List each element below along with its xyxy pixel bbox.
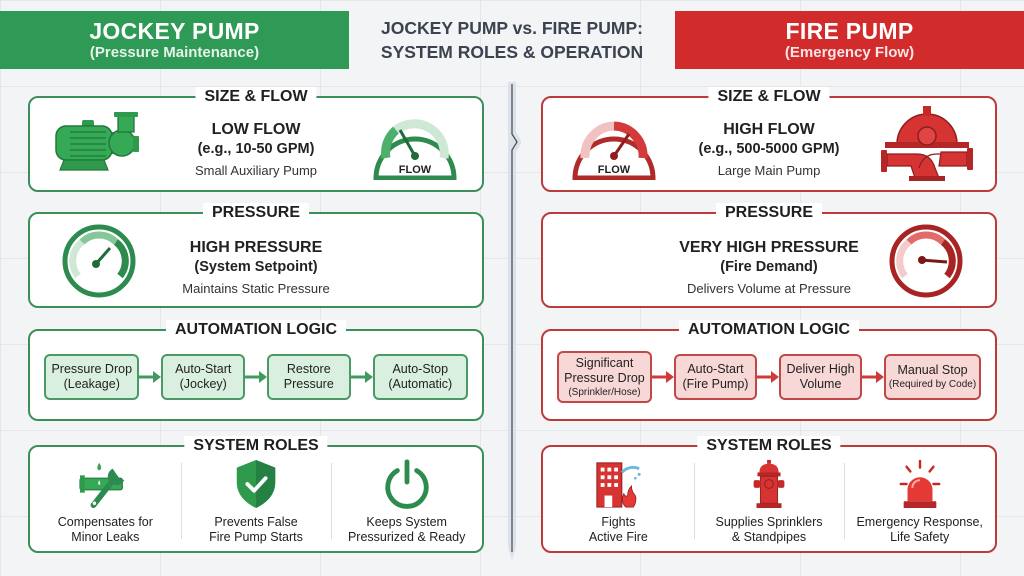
pressure-setpoint: (System Setpoint) [194, 259, 318, 275]
fire-pressure-text: VERY HIGH PRESSURE (Fire Demand) Deliver… [543, 238, 995, 298]
role-label: Supplies Sprinklers& Standpipes [715, 515, 823, 544]
pressure-gauge-icon [62, 224, 136, 298]
pressure-level: VERY HIGH PRESSURE [679, 239, 859, 256]
center-divider [508, 82, 521, 560]
card-title: SIZE & FLOW [708, 87, 830, 107]
card-title: AUTOMATION LOGIC [165, 320, 347, 340]
page-title: JOCKEY PUMP vs. FIRE PUMP: SYSTEM ROLES … [349, 16, 675, 64]
flow-description: Large Main Pump [717, 163, 821, 178]
arrow-right-icon [350, 371, 373, 383]
jockey-pressure-text: HIGH PRESSURE (System Setpoint) Maintain… [30, 238, 482, 298]
card-title: AUTOMATION LOGIC [678, 320, 860, 340]
jockey-pump-header: JOCKEY PUMP (Pressure Maintenance) [0, 11, 349, 69]
card-title: SYSTEM ROLES [184, 436, 328, 456]
card-title: SYSTEM ROLES [697, 436, 841, 456]
flow-description: Small Auxiliary Pump [194, 163, 318, 178]
flow-level: LOW FLOW [211, 121, 301, 138]
jockey-pump-title: JOCKEY PUMP [89, 18, 260, 44]
flow-range: (e.g., 10-50 GPM) [197, 141, 315, 157]
page-title-line1: JOCKEY PUMP vs. FIRE PUMP: [381, 18, 643, 38]
pressure-gauge-high-icon [889, 224, 963, 298]
automation-step: Auto-Stop(Automatic) [372, 354, 468, 400]
automation-step: Auto-Start(Jockey) [161, 354, 245, 400]
fire-size-flow-card: SIZE & FLOW FLOW HIGH FLOW (e.g., 500-50… [541, 87, 997, 192]
svg-text:FLOW: FLOW [399, 164, 432, 176]
role-item: Emergency Response,Life Safety [844, 459, 995, 545]
automation-step: Pressure Drop(Leakage) [44, 354, 140, 400]
card-title: PRESSURE [202, 203, 310, 223]
jockey-size-flow-card: SIZE & FLOW LOW FLOW (e.g., 10-50 GPM) S… [28, 87, 484, 192]
centrifugal-pump-icon [55, 112, 139, 171]
card-title: PRESSURE [715, 203, 823, 223]
flow-range: (e.g., 500-5000 GPM) [698, 141, 840, 157]
role-label: Emergency Response,Life Safety [856, 515, 983, 544]
jockey-pump-subtitle: (Pressure Maintenance) [89, 44, 260, 61]
fire-hydrant-icon [753, 459, 785, 509]
pressure-demand: (Fire Demand) [720, 259, 818, 275]
power-icon [385, 459, 429, 509]
split-case-pump-icon [881, 106, 973, 181]
role-item: Supplies Sprinklers& Standpipes [693, 459, 845, 545]
alarm-beacon-icon [899, 459, 941, 509]
svg-text:FLOW: FLOW [598, 164, 631, 176]
automation-step: Manual Stop(Required by Code) [884, 354, 981, 400]
flow-gauge-high-icon: FLOW [569, 104, 659, 181]
fire-pressure-card: PRESSURE VERY HIGH PRESSURE (Fire Demand… [541, 203, 997, 308]
arrow-right-icon [651, 371, 674, 383]
fire-pump-title: FIRE PUMP [785, 18, 914, 44]
jockey-pressure-card: PRESSURE HIGH PRESSURE (System Setpoint)… [28, 203, 484, 308]
pressure-level: HIGH PRESSURE [189, 239, 323, 256]
fire-pump-subtitle: (Emergency Flow) [784, 44, 915, 61]
flow-gauge-low-icon: FLOW [370, 104, 460, 181]
pipe-wrench-icon [79, 462, 125, 509]
jockey-automation-card: AUTOMATION LOGIC Pressure Drop(Leakage) … [28, 320, 484, 421]
arrow-right-icon [139, 371, 162, 383]
automation-flow: Pressure Drop(Leakage) Auto-Start(Jockey… [44, 353, 468, 401]
arrow-right-icon [757, 371, 780, 383]
pressure-description: Maintains Static Pressure [182, 281, 330, 296]
arrow-right-icon [862, 371, 885, 383]
jockey-flow-text: LOW FLOW (e.g., 10-50 GPM) Small Auxilia… [30, 120, 482, 180]
arrow-right-icon [245, 371, 267, 383]
page-title-line2: SYSTEM ROLES & OPERATION [380, 42, 644, 62]
fire-pump-header: FIRE PUMP (Emergency Flow) [675, 11, 1024, 69]
fire-flow-text: HIGH FLOW (e.g., 500-5000 GPM) Large Mai… [543, 120, 995, 180]
automation-step: Auto-Start(Fire Pump) [673, 354, 758, 400]
card-title: SIZE & FLOW [195, 87, 317, 107]
pressure-description: Delivers Volume at Pressure [686, 281, 851, 296]
shield-check-icon [236, 459, 276, 509]
flow-level: HIGH FLOW [723, 121, 815, 138]
building-fire-icon [596, 462, 642, 508]
